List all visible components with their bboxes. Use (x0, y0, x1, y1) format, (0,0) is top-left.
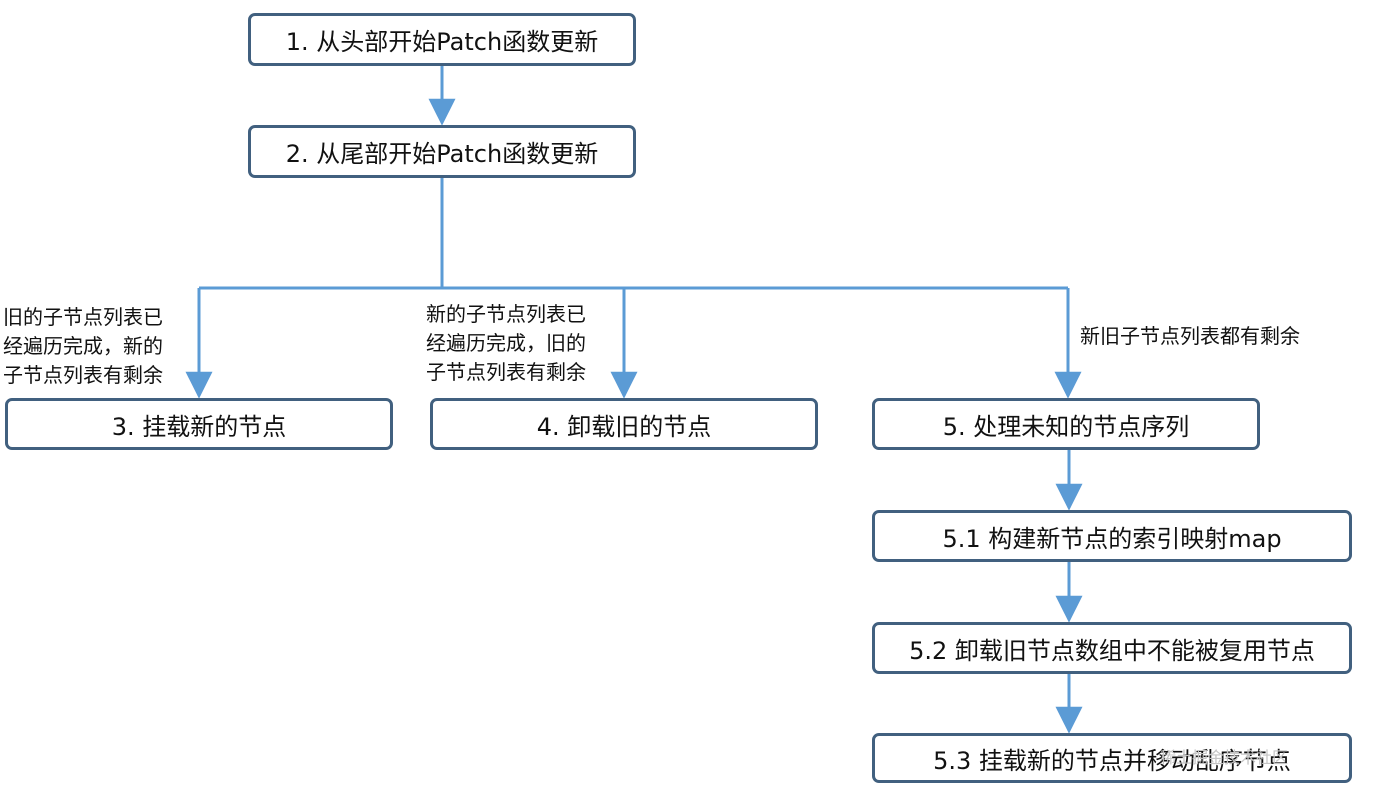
label-to-step4-line-3: 子节点列表有剩余 (426, 360, 586, 384)
label-to-step3-line-2: 经遍历完成，新的 (3, 334, 163, 358)
step5-box: 5. 处理未知的节点序列 (872, 398, 1260, 450)
step5-1-box: 5.1 构建新节点的索引映射map (872, 510, 1352, 562)
label-to-step4-line-2: 经遍历完成，旧的 (426, 331, 586, 355)
step2-box: 2. 从尾部开始Patch函数更新 (248, 125, 636, 178)
step4-box: 4. 卸载旧的节点 (430, 398, 818, 450)
step5-3-box: 5.3 挂载新的节点并移动乱序节点 (872, 733, 1352, 783)
label-to-step3-line-1: 旧的子节点列表已 (3, 305, 163, 329)
step3-box: 3. 挂载新的节点 (5, 398, 393, 450)
label-to-step4-line-1: 新的子节点列表已 (426, 302, 586, 326)
label-to-step4: 新的子节点列表已 经遍历完成，旧的 子节点列表有剩余 (426, 300, 586, 387)
step5-2-box: 5.2 卸载旧节点数组中不能被复用节点 (872, 622, 1352, 674)
label-to-step5: 新旧子节点列表都有剩余 (1080, 322, 1300, 351)
label-to-step5-line-1: 新旧子节点列表都有剩余 (1080, 324, 1300, 348)
label-to-step3: 旧的子节点列表已 经遍历完成，新的 子节点列表有剩余 (3, 303, 163, 390)
step1-box: 1. 从头部开始Patch函数更新 (248, 13, 636, 66)
label-to-step3-line-3: 子节点列表有剩余 (3, 363, 163, 387)
watermark: 稀土掘金技术社区 (1160, 748, 1289, 767)
